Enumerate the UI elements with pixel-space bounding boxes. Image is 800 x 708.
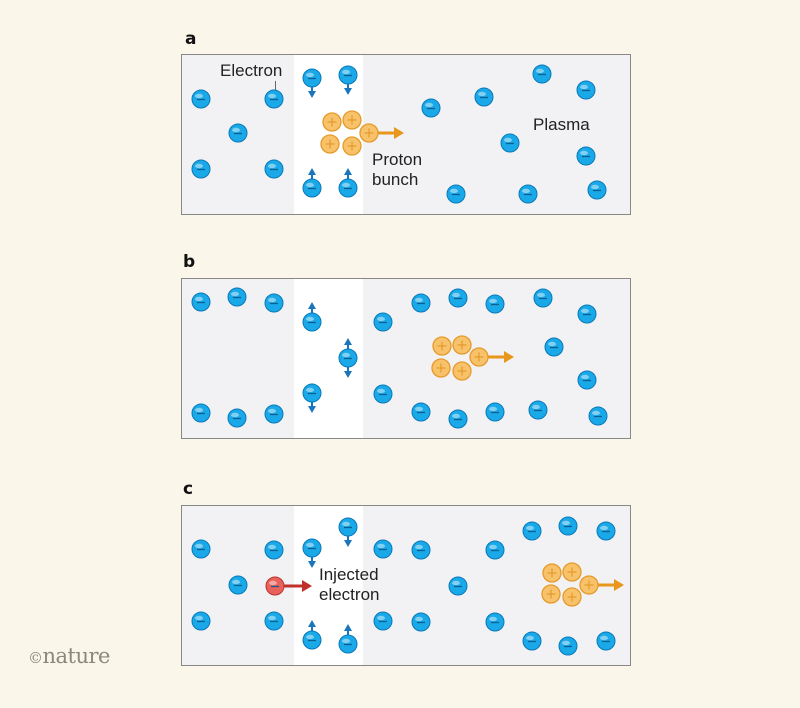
- electron-icon: [596, 521, 616, 541]
- electron-icon: [191, 159, 211, 179]
- copyright-icon: ©: [28, 649, 43, 667]
- electron-icon: [302, 383, 322, 413]
- proton-icon: [322, 112, 342, 132]
- proton-bunch-line2: bunch: [372, 170, 419, 189]
- proton-icon: [541, 584, 561, 604]
- proton-icon: [579, 575, 599, 595]
- electron-icon: [338, 517, 358, 547]
- electron-icon: [587, 180, 607, 200]
- electron-icon: [302, 168, 322, 198]
- electron-icon: [264, 293, 284, 313]
- proton-icon: [342, 110, 362, 130]
- credit-text: nature: [42, 644, 111, 668]
- electron-icon: [227, 287, 247, 307]
- injected-line1: Injected: [319, 565, 379, 584]
- electron-icon: [588, 406, 608, 426]
- electron-icon: [448, 409, 468, 429]
- electron-icon: [302, 68, 322, 98]
- electron-icon: [191, 292, 211, 312]
- plasma-label: Plasma: [533, 115, 590, 134]
- electron-icon: [373, 312, 393, 332]
- proton-arrow-icon: [378, 127, 404, 139]
- electron-icon: [485, 294, 505, 314]
- electron-icon: [191, 89, 211, 109]
- proton-icon: [431, 358, 451, 378]
- electron-icon: [411, 293, 431, 313]
- electron-icon: [228, 123, 248, 143]
- injected-arrow-icon: [284, 580, 312, 592]
- electron-icon: [411, 540, 431, 560]
- electron-icon: [411, 402, 431, 422]
- proton-icon: [562, 587, 582, 607]
- electron-icon: [264, 611, 284, 631]
- proton-icon: [469, 347, 489, 367]
- electron-icon: [302, 620, 322, 650]
- electron-label: Electron: [220, 61, 283, 80]
- electron-icon: [228, 575, 248, 595]
- electron-icon: [448, 288, 468, 308]
- electron-icon: [191, 403, 211, 423]
- proton-bunch-line1: Proton: [372, 150, 423, 169]
- electron-icon: [596, 631, 616, 651]
- injected-electron-icon: [265, 576, 285, 596]
- panel-label-c: c: [183, 479, 194, 499]
- electron-icon: [302, 302, 322, 332]
- electron-icon: [373, 539, 393, 559]
- injected-line2: electron: [319, 585, 380, 604]
- proton-icon: [432, 336, 452, 356]
- electron-icon: [522, 631, 542, 651]
- electron-icon: [373, 384, 393, 404]
- nature-credit: ©nature: [28, 644, 110, 668]
- electron-icon: [576, 80, 596, 100]
- proton-icon: [452, 361, 472, 381]
- electron-icon: [485, 540, 505, 560]
- proton-icon: [320, 134, 340, 154]
- electron-icon: [338, 168, 358, 198]
- electron-icon: [338, 624, 358, 654]
- proton-icon: [452, 335, 472, 355]
- proton-icon: [542, 563, 562, 583]
- electron-icon: [558, 636, 578, 656]
- electron-icon: [191, 539, 211, 559]
- electron-icon: [485, 402, 505, 422]
- electron-icon: [518, 184, 538, 204]
- electron-icon: [577, 304, 597, 324]
- electron-icon: [191, 611, 211, 631]
- proton-arrow-icon: [488, 351, 514, 363]
- proton-bunch-label: Proton bunch: [372, 150, 422, 190]
- proton-icon: [562, 562, 582, 582]
- electron-icon: [577, 370, 597, 390]
- proton-icon: [342, 136, 362, 156]
- electron-icon: [544, 337, 564, 357]
- electron-leader-line: [275, 81, 276, 90]
- electron-icon: [264, 89, 284, 109]
- electron-icon: [227, 408, 247, 428]
- electron-icon: [448, 576, 468, 596]
- electron-icon: [500, 133, 520, 153]
- electron-icon: [532, 64, 552, 84]
- electron-icon: [264, 159, 284, 179]
- electron-icon: [302, 538, 322, 568]
- injected-electron-label: Injected electron: [319, 565, 379, 605]
- electron-icon: [474, 87, 494, 107]
- electron-icon: [485, 612, 505, 632]
- proton-arrow-icon: [598, 579, 624, 591]
- electron-icon: [558, 516, 578, 536]
- electron-icon: [528, 400, 548, 420]
- electron-icon: [522, 521, 542, 541]
- electron-icon: [264, 540, 284, 560]
- electron-icon: [421, 98, 441, 118]
- electron-icon: [576, 146, 596, 166]
- electron-icon: [533, 288, 553, 308]
- proton-icon: [359, 123, 379, 143]
- electron-icon: [338, 65, 358, 95]
- panel-label-b: b: [183, 252, 196, 272]
- electron-icon: [446, 184, 466, 204]
- panel-label-a: a: [185, 29, 197, 49]
- electron-icon: [264, 404, 284, 424]
- electron-icon: [373, 611, 393, 631]
- electron-icon: [411, 612, 431, 632]
- electron-icon: [338, 338, 358, 378]
